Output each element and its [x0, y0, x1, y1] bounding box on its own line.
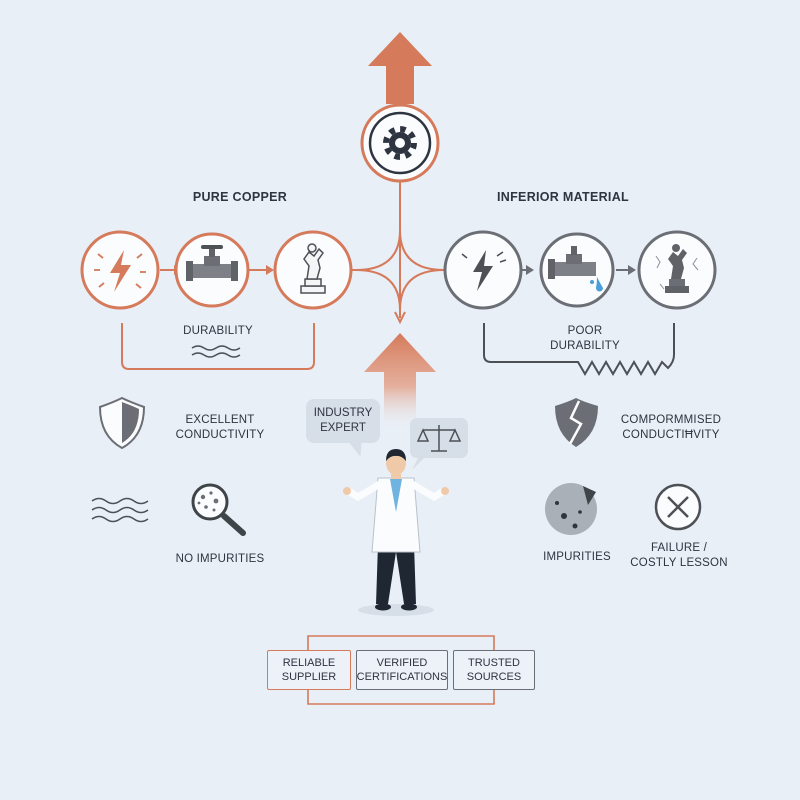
box-trusted-sources: TRUSTED SOURCES	[453, 650, 535, 690]
statue-icon	[300, 243, 326, 294]
label-no-impurities: NO IMPURITIES	[175, 553, 265, 565]
pipe-icon	[186, 245, 238, 281]
header-inferior-material: INFERIOR MATERIAL	[497, 190, 629, 204]
broken-lightning-node	[443, 230, 523, 310]
pipe-node	[174, 232, 250, 308]
label-impurities: IMPURITIES	[543, 551, 611, 563]
broken-lightning-icon	[473, 250, 493, 291]
x-circle-icon	[654, 483, 702, 531]
durability-bracket-right	[483, 323, 675, 376]
leaking-pipe-node	[539, 232, 615, 308]
cracked-statue-node	[637, 230, 717, 310]
left-flow	[80, 230, 358, 310]
statue-node	[273, 230, 353, 310]
lightning-icon	[110, 250, 131, 292]
label-durability: DURABILITY	[183, 325, 253, 337]
expert-arrow	[364, 333, 436, 430]
lightning-node	[80, 230, 160, 310]
box-verified-certifications: VERIFIED CERTIFICATIONS	[356, 650, 448, 690]
top-arrow	[368, 32, 432, 104]
box-reliable-supplier: RELIABLE SUPPLIER	[267, 650, 351, 690]
center-connectors	[355, 182, 445, 325]
scale-bubble	[410, 418, 468, 470]
scientist-icon	[343, 449, 449, 616]
shield-icon	[98, 396, 146, 450]
expert-bubble: INDUSTRY EXPERT	[306, 399, 380, 443]
balance-scale-icon	[416, 425, 462, 452]
expert-label: INDUSTRY EXPERT	[313, 407, 373, 434]
box-connector	[307, 635, 495, 705]
magnifier-icon	[191, 483, 246, 536]
cracked-shield-icon	[555, 398, 598, 447]
right-flow	[443, 230, 717, 310]
wave-icon-features	[91, 497, 149, 523]
label-failure: FAILURE / COSTLY LESSON	[630, 542, 728, 569]
label-excellent-conductivity: EXCELLENT CONDUCTIVITY	[175, 414, 265, 441]
impurity-sphere-icon	[545, 483, 597, 535]
header-pure-copper: PURE COPPER	[192, 190, 288, 204]
wave-icon-durability	[191, 345, 241, 358]
leaking-pipe-icon	[548, 246, 603, 292]
label-poor-durability: POOR DURABILITY	[550, 325, 620, 352]
durability-bracket-left	[121, 323, 315, 370]
cracked-statue-icon	[655, 244, 699, 293]
gear-icon	[383, 126, 417, 160]
label-compromised-conductivity: COMPORMMISED CONDUCTIĦVITY	[620, 414, 722, 441]
gear-node	[360, 103, 440, 183]
